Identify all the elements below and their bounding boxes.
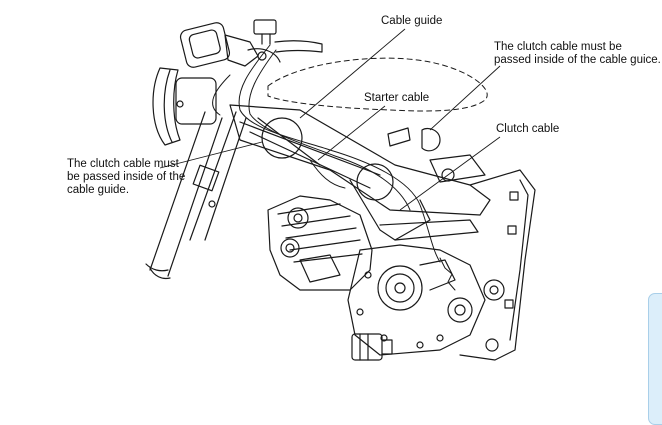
headlight xyxy=(152,67,217,146)
label-line: The clutch cable must be xyxy=(494,41,622,53)
engine xyxy=(267,195,505,356)
label-cable-guide-text: Cable guide xyxy=(381,15,443,27)
frame xyxy=(229,104,536,361)
label-line: The clutch cable must xyxy=(67,158,179,170)
starter-motor xyxy=(351,333,393,361)
instrument-cluster xyxy=(179,22,259,68)
label-line: be passed inside of the xyxy=(67,171,186,183)
label-cable-guide: Cable guide xyxy=(381,15,442,28)
label-clutch-cable-note-left: The clutch cable must be passed inside o… xyxy=(67,158,185,197)
label-line: cable guide. xyxy=(67,184,130,196)
label-starter-cable-text: Starter cable xyxy=(364,92,430,104)
label-line: passed inside of the cable guice. xyxy=(494,54,661,66)
label-clutch-cable-text: Clutch cable xyxy=(496,123,560,135)
label-starter-cable: Starter cable xyxy=(364,92,429,105)
label-clutch-cable: Clutch cable xyxy=(496,123,559,136)
side-panel-tab[interactable] xyxy=(648,293,662,425)
cable-guide-marks xyxy=(257,117,394,201)
cables xyxy=(212,44,456,291)
side-parts xyxy=(387,127,486,183)
label-clutch-cable-note-right: The clutch cable must be passed inside o… xyxy=(494,41,661,67)
handlebar xyxy=(247,19,323,63)
